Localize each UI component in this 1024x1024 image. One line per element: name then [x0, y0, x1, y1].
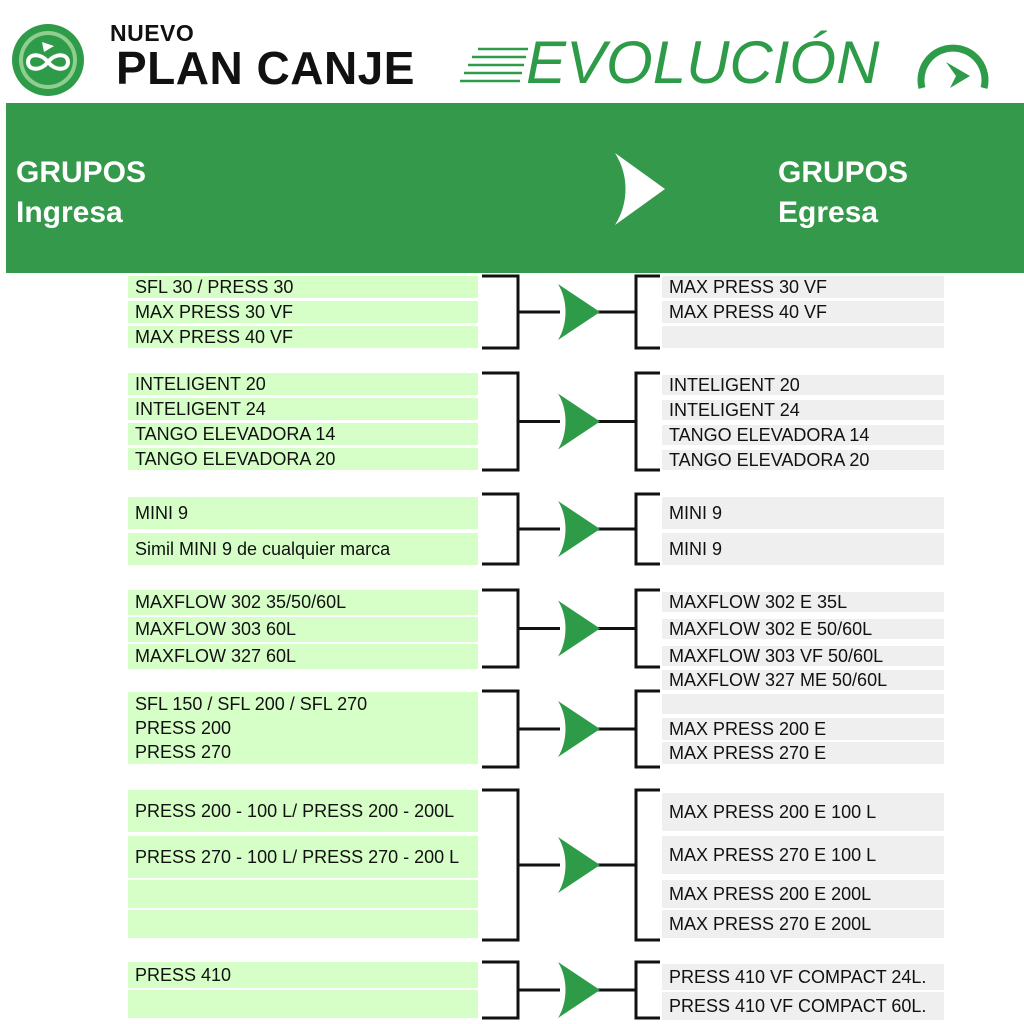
ingresa-cell: MINI 9 — [128, 497, 478, 529]
egresa-cell: MAX PRESS 200 E — [662, 718, 944, 740]
ingresa-cell: SFL 150 / SFL 200 / SFL 270 — [128, 692, 478, 716]
green-arrow-icon — [558, 837, 600, 893]
ingresa-cell — [128, 990, 478, 1018]
ingresa-cell: TANGO ELEVADORA 20 — [128, 448, 478, 470]
group-connector — [482, 689, 660, 769]
ingresa-cell: PRESS 270 - 100 L/ PRESS 270 - 200 L — [128, 836, 478, 878]
egresa-cell: MINI 9 — [662, 533, 944, 565]
egresa-cell: PRESS 410 VF COMPACT 60L. — [662, 992, 944, 1020]
header-nuevo: NUEVO — [110, 20, 195, 46]
right-bracket — [596, 588, 660, 669]
egresa-cell: MAX PRESS 200 E 100 L — [662, 793, 944, 831]
egresa-cell: MAXFLOW 327 ME 50/60L — [662, 670, 944, 690]
ingresa-cell: PRESS 200 - 100 L/ PRESS 200 - 200L — [128, 790, 478, 832]
right-bracket — [596, 371, 660, 472]
right-bracket — [596, 689, 660, 769]
group-connector — [482, 371, 660, 472]
ingresa-cell: MAX PRESS 30 VF — [128, 301, 478, 323]
column-header-band: GRUPOS Ingresa GRUPOS Egresa — [6, 103, 1024, 273]
left-bracket — [482, 274, 560, 350]
header-evolucion: EVOLUCIÓN — [526, 29, 880, 96]
left-bracket — [482, 588, 560, 669]
ingresa-cell: PRESS 200 — [128, 716, 478, 740]
header: NUEVO PLAN CANJE EVOLUCIÓN — [0, 0, 1024, 100]
egresa-cell: MAXFLOW 302 E 35L — [662, 592, 944, 612]
group-connector — [482, 274, 660, 350]
egresa-cell: MAXFLOW 302 E 50/60L — [662, 619, 944, 639]
ingresa-cell: PRESS 270 — [128, 740, 478, 764]
green-arrow-icon — [558, 284, 600, 340]
egresa-cell — [662, 694, 944, 714]
egresa-title: GRUPOS — [778, 156, 909, 189]
ingresa-cell: MAXFLOW 327 60L — [128, 644, 478, 669]
chevron-right-icon — [615, 153, 665, 225]
right-bracket — [596, 274, 660, 350]
group-connector — [482, 588, 660, 669]
right-bracket — [596, 960, 660, 1020]
ingresa-cell: MAX PRESS 40 VF — [128, 326, 478, 348]
egresa-cell: MAX PRESS 270 E 100 L — [662, 836, 944, 874]
infinity-leaf-icon — [12, 24, 84, 96]
ingresa-subtitle: Ingresa — [16, 196, 123, 229]
left-bracket — [482, 492, 560, 566]
ingresa-cell — [128, 880, 478, 908]
egresa-cell: TANGO ELEVADORA 14 — [662, 425, 944, 445]
green-arrow-icon — [558, 701, 600, 757]
egresa-cell: INTELIGENT 20 — [662, 375, 944, 395]
group-connector — [482, 492, 660, 566]
green-arrow-icon — [558, 393, 600, 450]
ingresa-cell: INTELIGENT 24 — [128, 398, 478, 420]
egresa-cell: MAX PRESS 40 VF — [662, 301, 944, 323]
ingresa-cell: INTELIGENT 20 — [128, 373, 478, 395]
ingresa-cell: MAXFLOW 303 60L — [128, 617, 478, 642]
left-bracket — [482, 788, 560, 942]
egresa-cell: INTELIGENT 24 — [662, 400, 944, 420]
green-arrow-icon — [558, 501, 600, 557]
arrow-gauge-icon — [917, 44, 989, 89]
green-arrow-icon — [558, 962, 600, 1018]
ingresa-cell: MAXFLOW 302 35/50/60L — [128, 590, 478, 615]
left-bracket — [482, 960, 560, 1020]
egresa-cell: MAX PRESS 30 VF — [662, 276, 944, 298]
ingresa-cell: Simil MINI 9 de cualquier marca — [128, 533, 478, 565]
egresa-cell: MINI 9 — [662, 497, 944, 529]
ingresa-cell: TANGO ELEVADORA 14 — [128, 423, 478, 445]
egresa-cell: MAX PRESS 200 E 200L — [662, 880, 944, 908]
egresa-cell: TANGO ELEVADORA 20 — [662, 450, 944, 470]
right-bracket — [596, 788, 660, 942]
speed-lines-icon — [460, 47, 528, 83]
egresa-cell — [662, 326, 944, 348]
egresa-cell: MAX PRESS 270 E 200L — [662, 910, 944, 938]
group-connector — [482, 960, 660, 1020]
ingresa-cell: PRESS 410 — [128, 962, 478, 988]
green-arrow-icon — [558, 600, 600, 657]
egresa-cell: PRESS 410 VF COMPACT 24L. — [662, 964, 944, 990]
group-connector — [482, 788, 660, 942]
right-bracket — [596, 492, 660, 566]
ingresa-header: GRUPOS Ingresa — [16, 153, 146, 233]
left-bracket — [482, 689, 560, 769]
egresa-header: GRUPOS Egresa — [778, 153, 908, 233]
ingresa-cell: SFL 30 / PRESS 30 — [128, 276, 478, 298]
ingresa-cell — [128, 910, 478, 938]
left-bracket — [482, 371, 560, 472]
header-plan-canje: PLAN CANJE — [116, 42, 415, 94]
egresa-cell: MAXFLOW 303 VF 50/60L — [662, 646, 944, 666]
egresa-cell: MAX PRESS 270 E — [662, 742, 944, 764]
egresa-subtitle: Egresa — [778, 196, 879, 229]
ingresa-title: GRUPOS — [16, 156, 147, 189]
